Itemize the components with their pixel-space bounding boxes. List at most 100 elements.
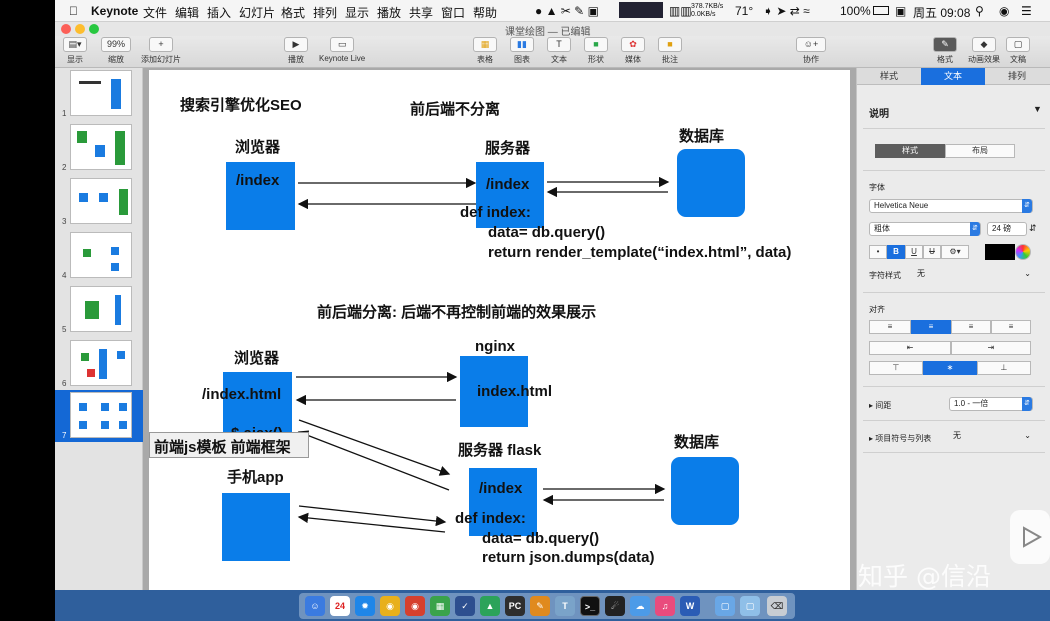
slide-thumbnail[interactable]: 1 — [55, 68, 143, 120]
menu-view[interactable]: 显示 — [345, 6, 370, 20]
spotlight-search-icon[interactable]: ⚲ — [975, 4, 984, 18]
text-options-gear-icon[interactable]: ⚙▾ — [941, 245, 969, 259]
view-button[interactable]: ▤▾显示 — [63, 37, 87, 65]
calendar-icon[interactable]: 24 — [330, 596, 350, 616]
database-box[interactable] — [677, 149, 745, 217]
display-icon[interactable]: ▣ — [895, 4, 907, 18]
align-top-button[interactable]: ⊤ — [869, 361, 923, 375]
color-wheel-icon[interactable] — [1015, 244, 1031, 260]
slide-thumbnail[interactable]: 6 — [55, 338, 143, 390]
format-button[interactable]: ✎格式 — [933, 37, 957, 65]
indent-button[interactable]: ⇥ — [951, 341, 1031, 355]
layout-subtab[interactable]: 布局 — [945, 144, 1015, 158]
media-button[interactable]: ✿媒体 — [621, 37, 645, 65]
table-button[interactable]: ▦表格 — [473, 37, 497, 65]
apple-menu-icon[interactable]:  — [69, 4, 78, 18]
play-button[interactable]: ▶播放 — [284, 37, 308, 65]
align-middle-button[interactable]: ∗ — [923, 361, 977, 375]
paragraph-style[interactable]: 说明 — [869, 109, 889, 120]
align-center-button[interactable]: ≡ — [911, 320, 951, 334]
word-icon[interactable]: W — [680, 596, 700, 616]
database-box[interactable] — [671, 457, 739, 525]
menu-insert[interactable]: 插入 — [207, 6, 232, 20]
music-icon[interactable]: ♫ — [655, 596, 675, 616]
spacing-disclosure[interactable]: ▸ 间距 — [869, 401, 892, 410]
menu-play[interactable]: 播放 — [377, 6, 402, 20]
slide-thumbnail[interactable]: 3 — [55, 176, 143, 228]
character-style-select[interactable]: 无 ⌄ — [917, 269, 1031, 278]
font-family-select[interactable]: Helvetica Neue ⇵ — [869, 199, 1033, 213]
bold-button[interactable]: B — [887, 245, 905, 259]
menu-help[interactable]: 帮助 — [473, 6, 498, 20]
collaborate-button[interactable]: ☺+协作 — [796, 37, 826, 65]
align-right-button[interactable]: ≡ — [951, 320, 991, 334]
clock[interactable]: 周五 09:08 — [913, 6, 971, 20]
video-play-overlay-icon[interactable] — [1010, 510, 1050, 564]
underline-button[interactable]: U — [905, 245, 923, 259]
battery-percent[interactable]: 100% — [840, 4, 871, 18]
zoom-window-button[interactable] — [89, 24, 99, 34]
bullet-button[interactable]: • — [869, 245, 887, 259]
menu-share[interactable]: 共享 — [409, 6, 434, 20]
status-extra-icons[interactable]: ➧ ➤ ⇄ ≈ — [763, 4, 810, 18]
notification-center-icon[interactable]: ☰ — [1021, 4, 1032, 18]
spacing-select[interactable]: 1.0 - 一倍 ⇵ — [949, 397, 1033, 411]
chevron-down-icon[interactable]: ▼ — [1033, 104, 1042, 114]
safari-icon[interactable]: ✹ — [355, 596, 375, 616]
status-icons[interactable]: ● ▲ ✂ ✎ ▣ — [535, 4, 599, 18]
justify-button[interactable]: ≡ — [991, 320, 1031, 334]
browser-box[interactable]: /index — [226, 162, 295, 230]
chart-button[interactable]: ▮▮图表 — [510, 37, 534, 65]
zoom-button[interactable]: 99%缩放 — [101, 37, 131, 65]
align-bottom-button[interactable]: ⊥ — [977, 361, 1031, 375]
nginx-box[interactable]: index.html — [460, 356, 552, 427]
siri-icon[interactable]: ◉ — [999, 4, 1010, 18]
slide-thumbnail-selected[interactable]: 7 — [55, 390, 143, 442]
font-size-stepper[interactable]: ⇵ — [1029, 223, 1037, 233]
app-menu[interactable]: Keynote — [91, 4, 139, 18]
keynote-live-button[interactable]: ▭Keynote Live — [319, 37, 366, 63]
battery-icon[interactable] — [873, 6, 889, 15]
close-window-button[interactable] — [61, 24, 71, 34]
folder-icon[interactable]: ▢ — [740, 596, 760, 616]
sheets-icon[interactable]: ▦ — [430, 596, 450, 616]
tool-icon[interactable]: ✎ — [530, 596, 550, 616]
editor-icon[interactable]: ✓ — [455, 596, 475, 616]
vue-icon[interactable]: ▲ — [480, 596, 500, 616]
app-icon[interactable]: ◉ — [405, 596, 425, 616]
animate-button[interactable]: ◆动画效果 — [968, 37, 1000, 64]
outdent-button[interactable]: ⇤ — [869, 341, 951, 355]
menu-arrange[interactable]: 排列 — [313, 6, 338, 20]
menu-format[interactable]: 格式 — [281, 6, 306, 20]
tab-arrange[interactable]: 排列 — [1007, 71, 1026, 81]
network-icon[interactable]: ☄ — [605, 596, 625, 616]
font-style-select[interactable]: 粗体 ⇵ — [869, 222, 981, 236]
shape-button[interactable]: ■形状 — [584, 37, 608, 65]
utility-icon[interactable]: T — [555, 596, 575, 616]
style-subtab[interactable]: 样式 — [875, 144, 945, 158]
finder-icon[interactable]: ☺ — [305, 596, 325, 616]
weather-icon[interactable]: ☁ — [630, 596, 650, 616]
activity-graph-icon[interactable] — [619, 2, 663, 18]
pycharm-icon[interactable]: PC — [505, 596, 525, 616]
minimize-window-button[interactable] — [75, 24, 85, 34]
folder-icon[interactable]: ▢ — [715, 596, 735, 616]
frontend-template-label-box[interactable]: 前端js模板 前端框架 — [149, 432, 309, 458]
slide-thumbnail[interactable]: 5 — [55, 284, 143, 336]
menu-edit[interactable]: 编辑 — [175, 6, 200, 20]
bars-icon[interactable]: ▥▥ — [669, 4, 692, 18]
tab-style[interactable]: 样式 — [879, 71, 898, 81]
bullets-disclosure[interactable]: ▸ 项目符号与列表 — [869, 434, 932, 443]
menu-slide[interactable]: 幻灯片 — [239, 6, 276, 20]
font-size-field[interactable]: 24 磅 — [987, 222, 1027, 236]
temperature[interactable]: 71° — [735, 4, 754, 18]
text-color-swatch[interactable] — [985, 244, 1015, 260]
chrome-icon[interactable]: ◉ — [380, 596, 400, 616]
align-left-button[interactable]: ≡ — [869, 320, 911, 334]
menu-window[interactable]: 窗口 — [441, 6, 466, 20]
trash-icon[interactable]: ⌫ — [767, 596, 787, 616]
document-button[interactable]: ▢文稿 — [1006, 37, 1030, 65]
terminal-icon[interactable]: >_ — [580, 596, 600, 616]
